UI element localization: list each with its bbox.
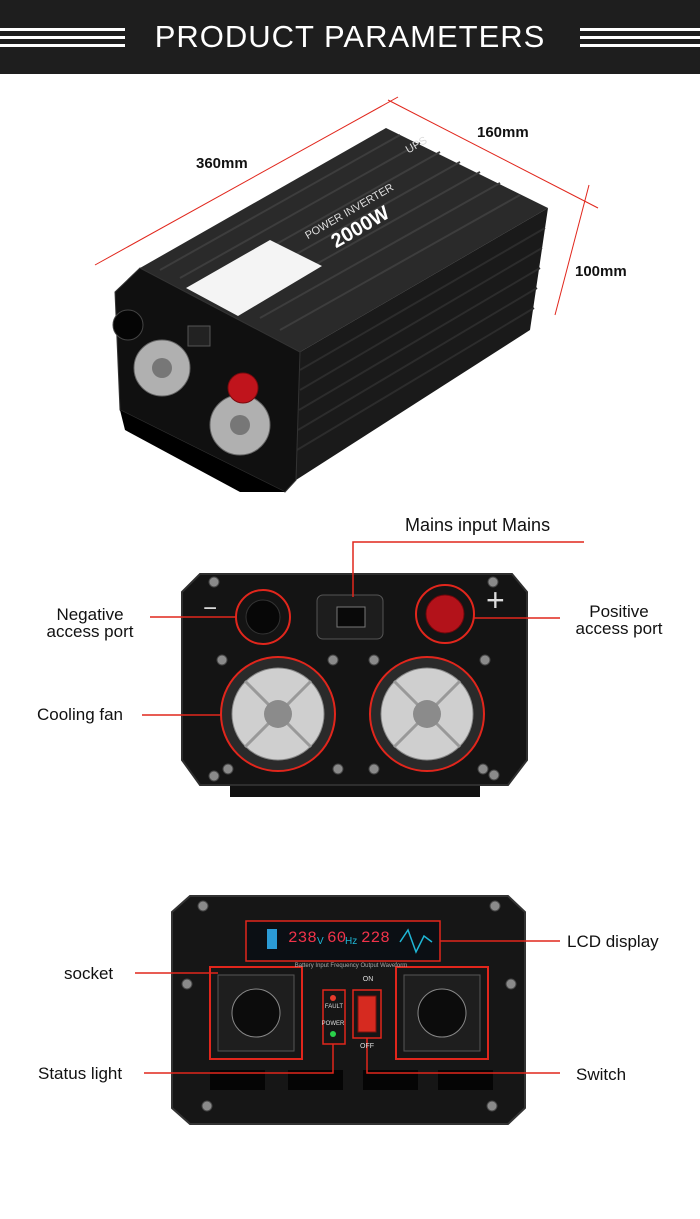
switch-off-label: OFF (360, 1043, 374, 1050)
fault-led-icon (330, 995, 336, 1001)
negative-terminal-icon (112, 309, 144, 341)
lcd-input-voltage: 238 (288, 929, 317, 947)
switch-highlight (352, 989, 382, 1039)
label-cooling-fan: Cooling fan (37, 705, 124, 724)
dimension-length: 360mm (196, 155, 248, 172)
power-switch-icon (357, 995, 377, 1033)
lcd-caption: Battery Input Frequency Output Waveform (294, 963, 408, 969)
socket-left-icon (217, 974, 295, 1052)
negative-terminal-icon-front (245, 599, 281, 635)
plus-sign-icon: + (486, 582, 505, 618)
dimension-width: 160mm (477, 124, 529, 141)
lcd-unit-v: V (317, 936, 324, 947)
positive-terminal-icon-front (425, 594, 465, 634)
cooling-fan-left-icon (231, 667, 325, 761)
banner-stripes-right (580, 28, 700, 48)
socket-right-icon (403, 974, 481, 1052)
label-lcd-display: LCD display (567, 932, 659, 951)
positive-port-highlight (415, 584, 475, 644)
lcd-unit-hz: Hz (345, 936, 358, 947)
minus-sign-icon: − (203, 595, 218, 622)
label-socket: socket (64, 964, 114, 983)
label-negative-port: Negative access port (46, 605, 134, 641)
mains-input-icon (187, 325, 211, 347)
dimension-height: 100mm (575, 263, 627, 280)
length-dimension-line (94, 96, 399, 266)
lcd-battery-bar (267, 929, 277, 949)
inverter-white-sticker (186, 240, 322, 316)
banner-title: PRODUCT PARAMETERS (154, 19, 546, 54)
inverter-3d-illustration: POWER INVERTER 2000W UPS (94, 96, 599, 493)
cooling-fan-right-icon (380, 667, 474, 761)
width-dimension-line (387, 99, 599, 209)
banner-stripes-left (0, 28, 125, 48)
socket-right-highlight (395, 966, 489, 1060)
fault-label: FAULT (324, 1004, 344, 1010)
rear-panel-body (171, 895, 526, 1125)
socket-left-highlight (209, 966, 303, 1060)
label-switch: Switch (576, 1065, 627, 1084)
front-panel-body (181, 573, 528, 786)
lcd-waveform-icon (399, 928, 433, 954)
label-mains-input: Mains input Mains (405, 515, 551, 535)
header-banner: PRODUCT PARAMETERS (0, 0, 700, 74)
label-positive-port: Positive access port (575, 602, 663, 638)
negative-port-highlight (235, 589, 291, 645)
switch-on-label: ON (362, 976, 374, 983)
cooling-fan-left-highlight (220, 656, 336, 772)
power-led-icon (330, 1031, 336, 1037)
status-lights-highlight (322, 989, 346, 1045)
lcd-output-voltage: 228 (361, 929, 390, 947)
power-label: POWER (321, 1021, 345, 1027)
positive-terminal-icon (227, 372, 259, 404)
lcd-frequency: 60 (327, 929, 347, 947)
height-dimension-line (554, 184, 590, 316)
label-status-light: Status light (38, 1064, 123, 1083)
mains-input-socket-icon (316, 594, 384, 640)
cooling-fan-right-highlight (369, 656, 485, 772)
